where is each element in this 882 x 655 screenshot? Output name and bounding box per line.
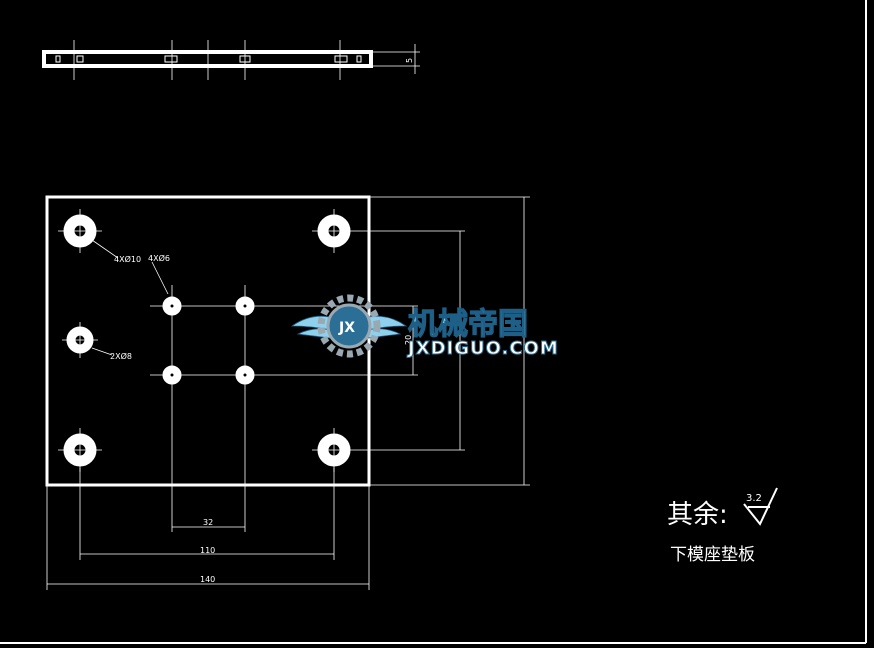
dim-pitch-small: 32 bbox=[203, 518, 213, 527]
mid-hole bbox=[62, 322, 98, 358]
hole-top-right bbox=[312, 209, 356, 253]
roughness-symbol-icon bbox=[743, 487, 778, 526]
callout-large-holes: 4XØ10 bbox=[114, 254, 141, 264]
large-holes bbox=[58, 209, 356, 472]
logo-badge: JX bbox=[338, 320, 355, 336]
side-view bbox=[42, 40, 420, 80]
dim-vertical-small: 20 bbox=[404, 335, 413, 345]
watermark-logo: JX 机械帝国 JXDIGUO.COM bbox=[290, 294, 559, 360]
hole-top-left bbox=[58, 209, 102, 253]
hole-bottom-left bbox=[58, 428, 102, 472]
part-name: 下模座垫板 bbox=[670, 545, 755, 565]
gear-icon bbox=[317, 294, 381, 358]
dim-overall-width: 140 bbox=[200, 575, 215, 584]
logo-subtitle: JXDIGUO.COM bbox=[406, 338, 559, 359]
logo-title: 机械帝国 bbox=[408, 307, 528, 342]
dim-thickness: 5 bbox=[405, 58, 414, 63]
plan-view bbox=[45, 195, 530, 590]
hole-bottom-right bbox=[312, 428, 356, 472]
roughness-note: 其余: bbox=[667, 500, 728, 530]
small-holes bbox=[162, 296, 255, 385]
callout-small-holes: 4XØ6 bbox=[148, 253, 170, 263]
roughness-value: 3.2 bbox=[746, 493, 762, 504]
dim-pitch-large: 110 bbox=[200, 546, 215, 555]
callout-mid-holes: 2XØ8 bbox=[110, 351, 132, 361]
